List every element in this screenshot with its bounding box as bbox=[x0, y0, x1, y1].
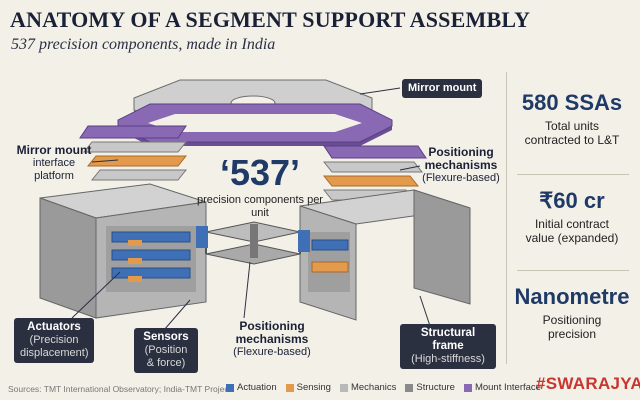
legend-label: Actuation bbox=[237, 382, 277, 393]
callout-structural-sub: (High-stiffness) bbox=[411, 353, 485, 365]
legend-swatch bbox=[405, 383, 414, 392]
legend-swatch bbox=[339, 383, 348, 392]
left-plate-stack bbox=[79, 125, 188, 181]
callout-actuators-sub: (Precision displacement) bbox=[20, 334, 89, 359]
callout-mirror-platform: Mirror mount interface platform bbox=[12, 144, 96, 183]
legend-label: Mechanics bbox=[350, 382, 397, 393]
stats-panel: 580 SSAs Total units contracted to L&T ₹… bbox=[506, 72, 636, 364]
legend-swatch bbox=[226, 383, 234, 392]
callout-positioning-right: Positioning mechanisms (Flexure-based) bbox=[418, 146, 504, 185]
stat-precision-value: Nanometre bbox=[514, 284, 630, 309]
right-structural-frame bbox=[299, 189, 471, 321]
sources-note: Sources: TMT International Observatory; … bbox=[8, 384, 231, 394]
callout-positioning-right-title: Positioning mechanisms bbox=[424, 145, 498, 172]
stat-units-value: 580 SSAs bbox=[521, 90, 623, 115]
legend: Actuation Sensing Mechanics Structure Mo… bbox=[226, 382, 541, 393]
component-count: ‘537’ bbox=[219, 152, 301, 193]
callout-positioning-bottom-title: Positioning mechanisms bbox=[235, 319, 309, 346]
callout-mirror-platform-title: Mirror mount bbox=[16, 143, 92, 157]
legend-label: Sensing bbox=[296, 382, 331, 393]
legend-swatch bbox=[285, 383, 294, 392]
stat-contract-value: ₹60 cr bbox=[539, 188, 605, 213]
stat-precision-label: Positioning precision bbox=[542, 313, 602, 341]
stat-units-label: Total units contracted to L&T bbox=[524, 119, 620, 147]
legend-item: Mechanics bbox=[339, 382, 397, 393]
callout-sensors-sub: (Position & force) bbox=[144, 344, 188, 369]
assembly-illustration bbox=[39, 79, 471, 331]
left-structural-frame bbox=[39, 183, 207, 319]
stat-units: 580 SSAs Total units contracted to L&T bbox=[507, 90, 637, 147]
callout-positioning-right-sub: (Flexure-based) bbox=[422, 172, 500, 184]
stat-precision: Nanometre Positioning precision bbox=[507, 284, 637, 341]
legend-label: Structure bbox=[416, 382, 455, 393]
callout-positioning-bottom: Positioning mechanisms (Flexure-based) bbox=[210, 320, 334, 359]
stat-contract: ₹60 cr Initial contract value (expanded) bbox=[507, 188, 637, 245]
stats-divider bbox=[517, 270, 629, 271]
callout-structural-title: Structural frame bbox=[420, 327, 476, 352]
legend-item: Mount Interface bbox=[463, 382, 541, 393]
callout-actuators-title: Actuators bbox=[27, 321, 81, 333]
legend-item: Structure bbox=[405, 382, 455, 393]
legend-item: Actuation bbox=[226, 382, 277, 393]
legend-label: Mount Interface bbox=[474, 382, 541, 393]
callout-sensors-title: Sensors bbox=[143, 331, 189, 343]
legend-item: Sensing bbox=[285, 382, 331, 393]
legend-swatch bbox=[463, 383, 472, 392]
central-flexure-mechanism bbox=[196, 221, 310, 265]
callout-mirror-mount: Mirror mount bbox=[402, 79, 483, 98]
callout-positioning-bottom-sub: (Flexure-based) bbox=[233, 346, 311, 358]
component-count-label: precision components per unit bbox=[197, 194, 323, 219]
page-title: ANATOMY OF A SEGMENT SUPPORT ASSEMBLY bbox=[10, 7, 531, 32]
callout-sensors: Sensors (Position & force) bbox=[134, 328, 198, 373]
callout-structural-frame: Structural frame (High-stiffness) bbox=[400, 324, 496, 369]
mount-interface-ring bbox=[117, 103, 393, 146]
stats-divider bbox=[517, 174, 629, 175]
callout-mirror-mount-title: Mirror mount bbox=[408, 82, 477, 94]
brand-logo: #SWARAJYA bbox=[536, 374, 640, 393]
callout-actuators: Actuators (Precision displacement) bbox=[14, 318, 94, 363]
page-subtitle: 537 precision components, made in India bbox=[11, 36, 276, 53]
stat-contract-label: Initial contract value (expanded) bbox=[525, 217, 619, 245]
callout-mirror-platform-sub: interface platform bbox=[32, 157, 76, 182]
leader-lines bbox=[71, 87, 431, 331]
